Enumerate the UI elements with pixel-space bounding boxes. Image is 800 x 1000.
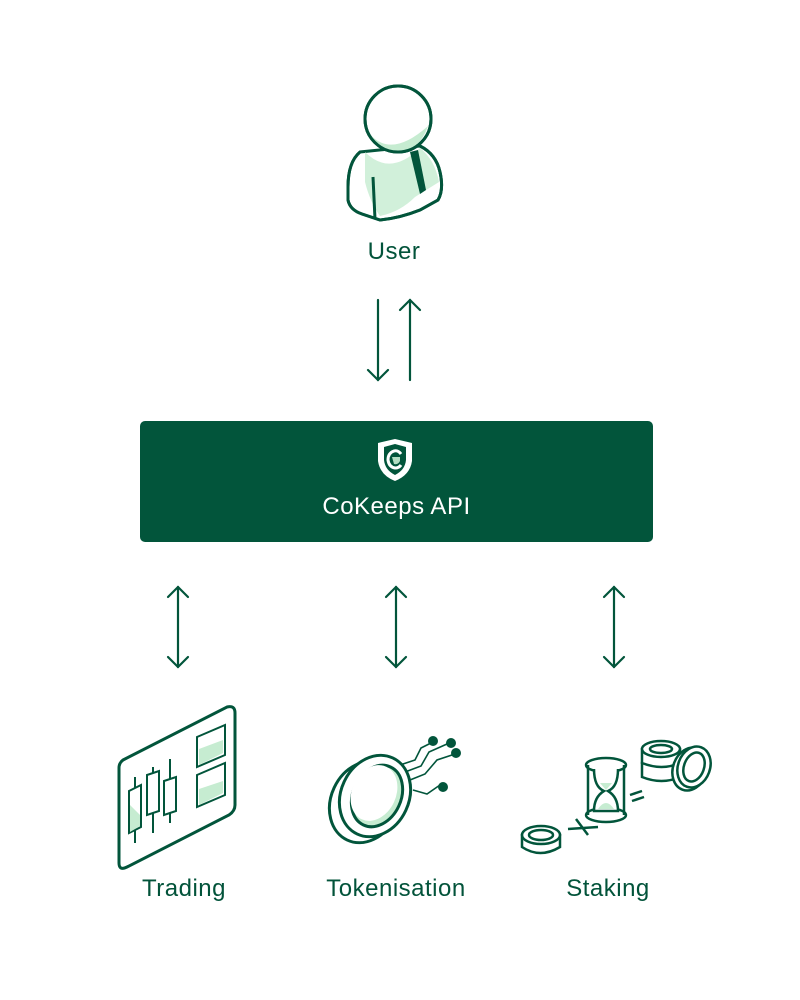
user-icon [346,84,444,222]
user-label: User [367,238,421,265]
token-coin-icon [327,736,461,845]
tokenisation-label: Tokenisation [326,875,466,902]
cokeeps-api-box: CoKeeps API [140,421,653,542]
bidirectional-arrow-trading [166,585,190,669]
api-label: CoKeeps API [322,493,471,520]
staking-label: Staking [566,875,650,902]
trading-label: Trading [142,875,226,902]
staking-hourglass-coins-icon [520,739,712,855]
bidirectional-arrows-user-api [366,298,422,382]
bidirectional-arrow-tokenisation [384,585,408,669]
bidirectional-arrow-staking [602,585,626,669]
trading-chart-icon [117,705,237,870]
shield-logo-icon [378,439,412,481]
